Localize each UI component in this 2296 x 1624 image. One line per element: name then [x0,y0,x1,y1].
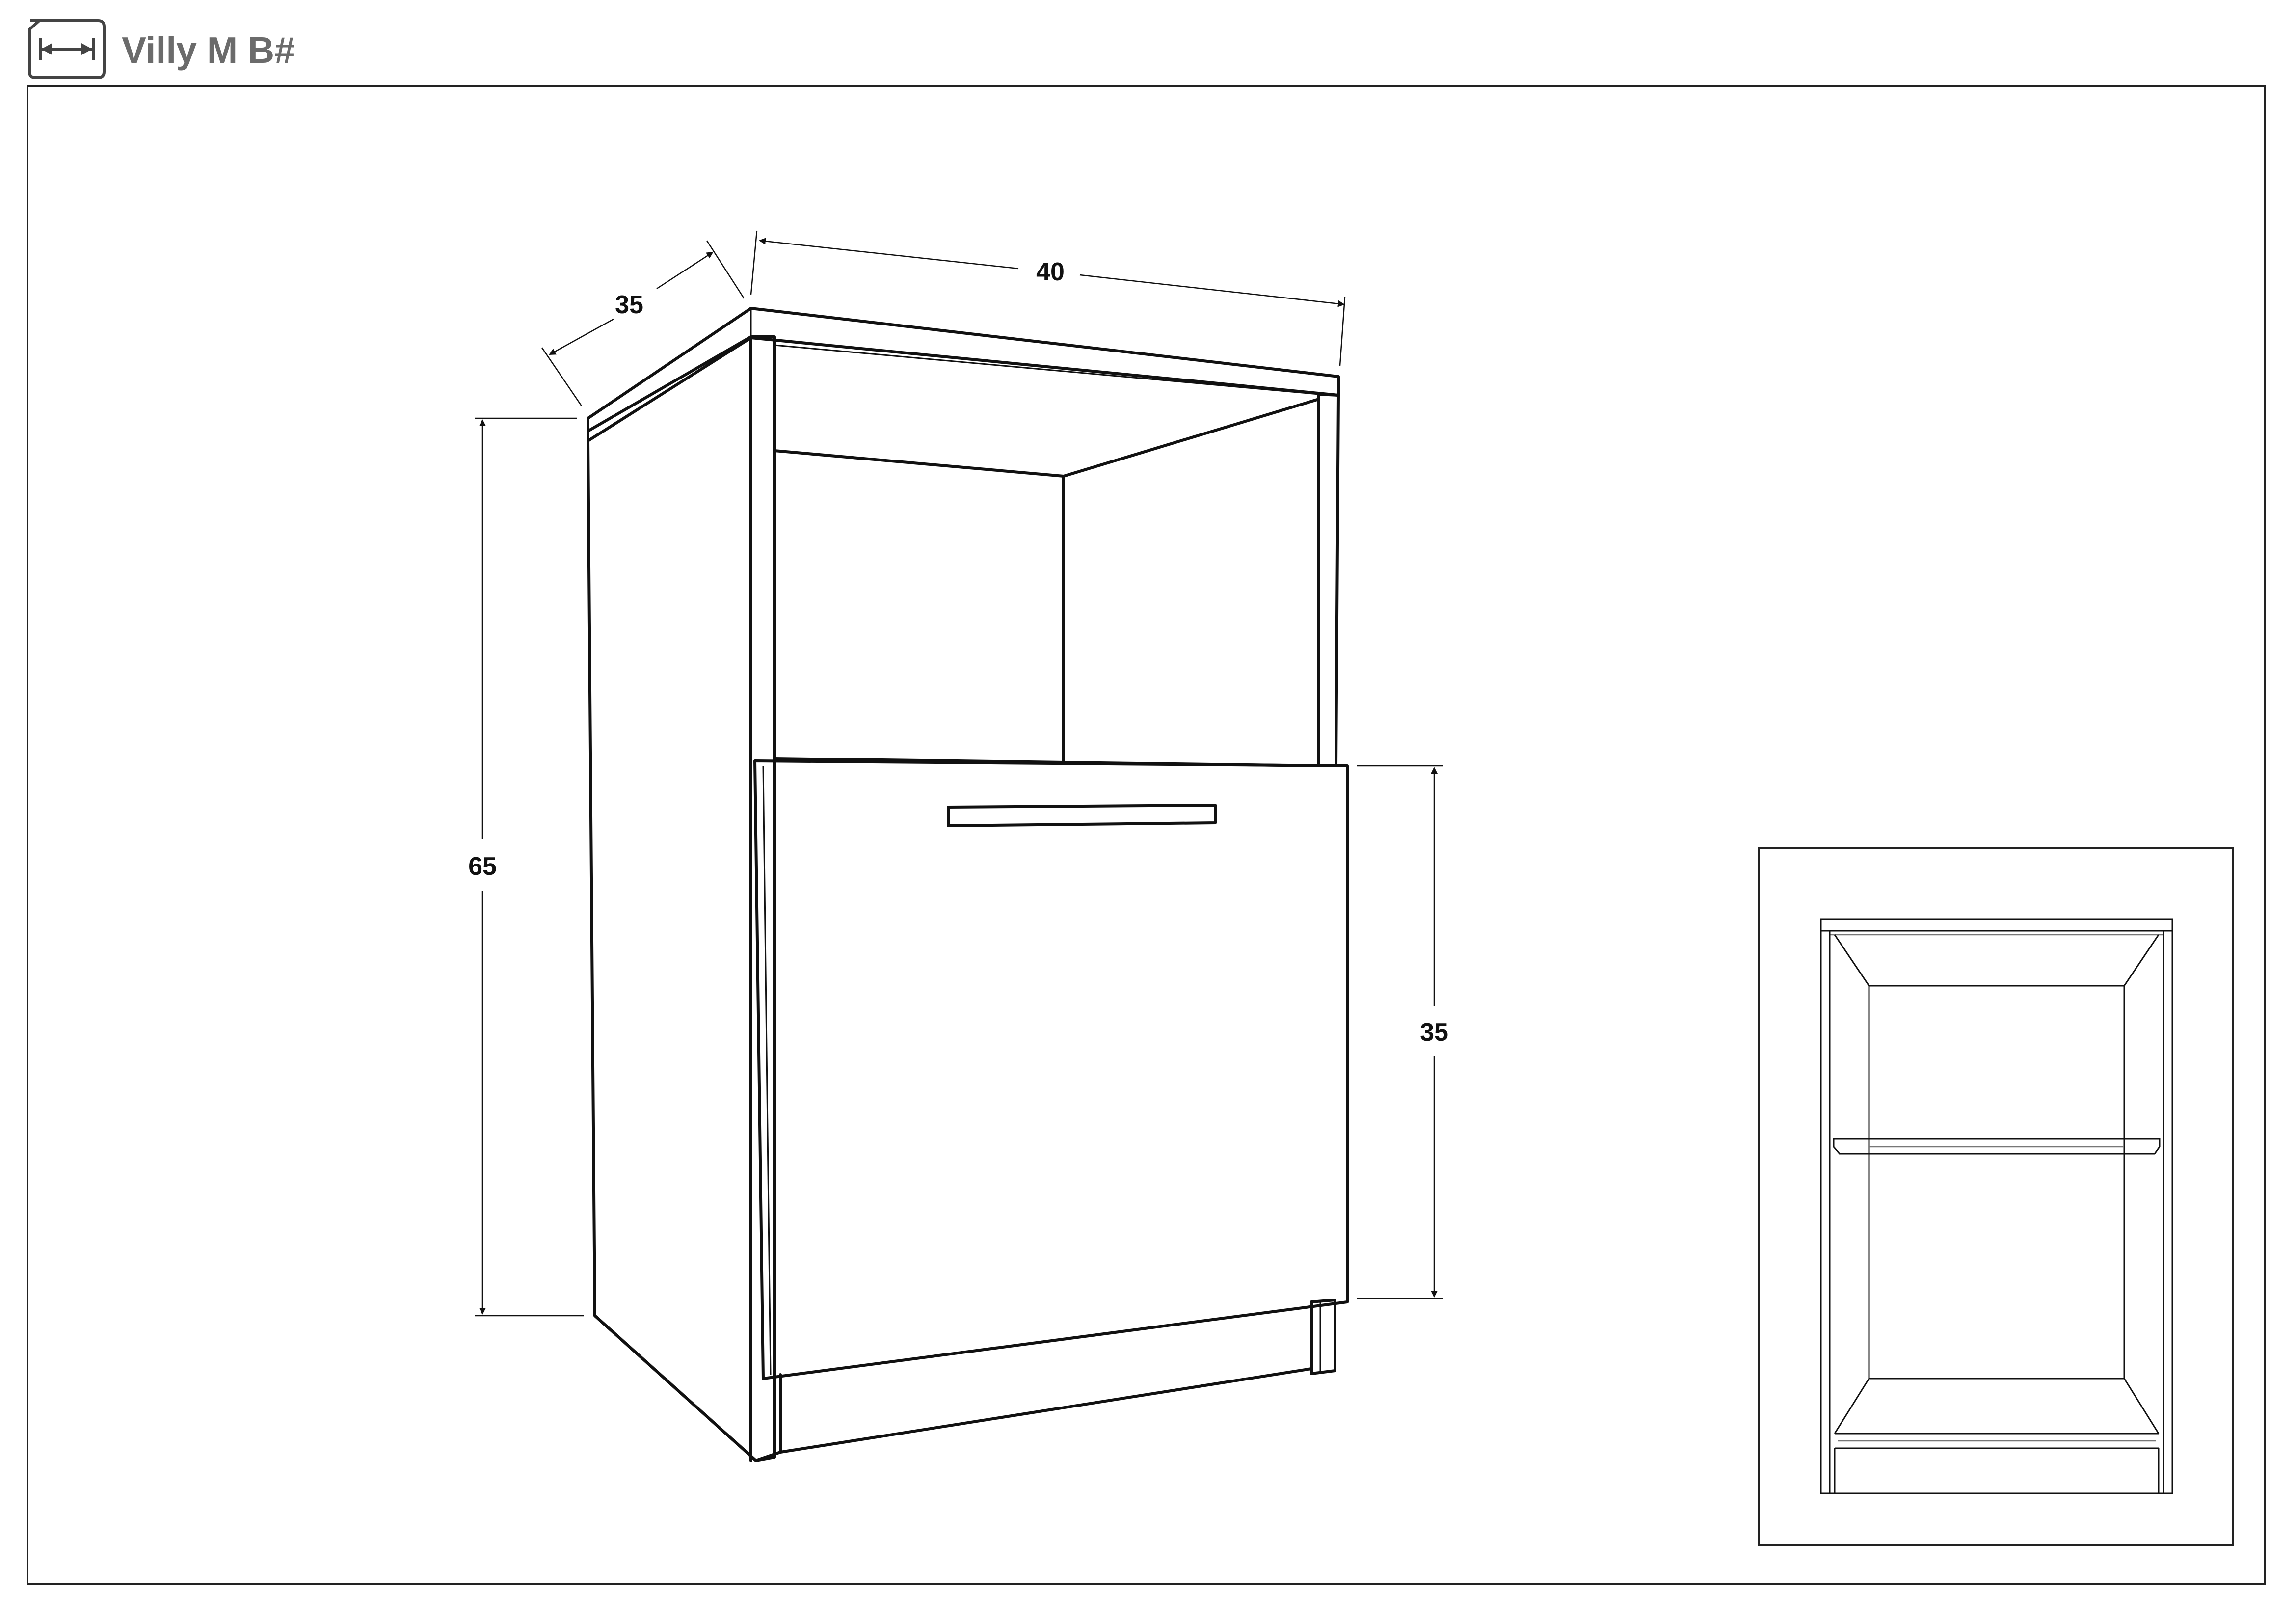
cabinet-isometric-view: 35 40 65 35 [468,230,1448,1462]
inset-front-view [1758,847,2234,1546]
header: Villy M B# [28,19,295,79]
door-handle [947,804,1217,827]
drawing-frame [27,85,2266,1585]
cabinet-right-upright [1317,393,1340,767]
front-view-icon [1820,918,2173,1494]
cabinet-top [587,307,1340,442]
cabinet-plinth [593,1299,1336,1462]
width-label: 40 [1036,258,1065,286]
dimension-depth: 35 [541,240,745,406]
dimension-width: 40 [750,230,1346,366]
inset-frame [1758,847,2234,1546]
dimension-icon [28,19,106,79]
cabinet-left-side [587,335,776,1462]
open-compartment [773,398,1320,767]
dimension-door-height: 35 [1357,765,1448,1299]
page-title: Villy M B# [122,29,295,71]
total-height-label: 65 [468,852,497,881]
depth-label: 35 [615,291,643,319]
door-height-label: 35 [1420,1018,1448,1047]
dimension-total-height: 65 [468,417,584,1317]
cabinet-door [753,759,1349,1380]
